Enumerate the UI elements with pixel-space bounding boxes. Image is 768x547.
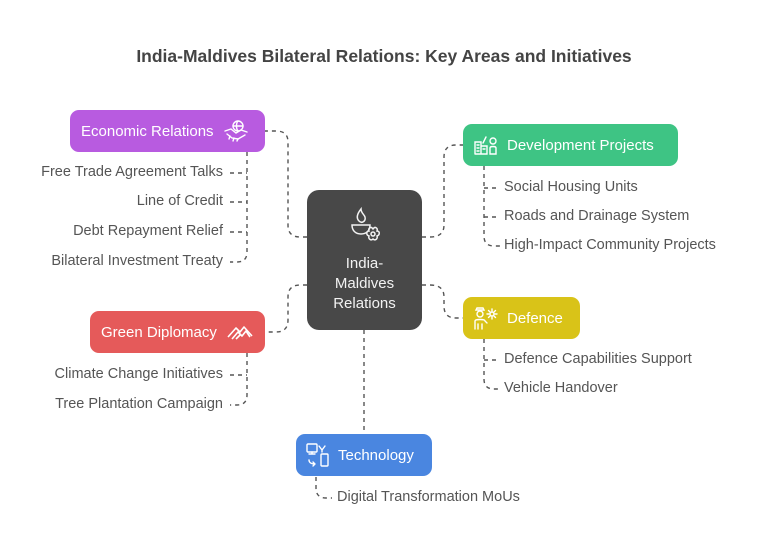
development-projects-node[interactable]: Development Projects bbox=[463, 124, 678, 166]
defence-label: Defence bbox=[507, 309, 563, 327]
list-item: Social Housing Units bbox=[504, 179, 638, 195]
list-item: Debt Repayment Relief bbox=[73, 223, 223, 239]
computer-phone-exchange-icon bbox=[306, 443, 329, 467]
technology-node[interactable]: Technology bbox=[296, 434, 432, 476]
list-item: Climate Change Initiatives bbox=[54, 366, 223, 382]
list-item: Roads and Drainage System bbox=[504, 208, 690, 224]
defence-node[interactable]: Defence bbox=[463, 297, 580, 339]
connector-development bbox=[422, 144, 463, 238]
economic-item-list: Free Trade Agreement Talks bbox=[41, 164, 223, 180]
list-item: Line of Credit bbox=[136, 193, 223, 209]
diagram-title: India-Maldives Bilateral Relations: Key … bbox=[136, 46, 632, 66]
central-node[interactable]: India- Maldives Relations bbox=[307, 190, 422, 330]
soldier-gear-icon bbox=[474, 307, 498, 330]
diya-lamp-flower-icon bbox=[351, 206, 380, 241]
connector-defence bbox=[422, 284, 463, 319]
economic-relations-node[interactable]: Economic Relations bbox=[70, 110, 265, 152]
green-diplomacy-node[interactable]: Green Diplomacy bbox=[90, 311, 265, 353]
leaf-handshake-icon bbox=[227, 326, 253, 340]
list-item: Defence Capabilities Support bbox=[504, 351, 692, 367]
handshake-globe-icon bbox=[223, 120, 248, 142]
central-node-label: India- Maldives Relations bbox=[333, 255, 396, 312]
connector-economic bbox=[265, 130, 307, 238]
list-item: Tree Plantation Campaign bbox=[55, 396, 223, 412]
connector-green bbox=[265, 284, 307, 333]
list-item: High-Impact Community Projects bbox=[504, 237, 716, 253]
economic-relations-label: Economic Relations bbox=[81, 122, 214, 140]
technology-label: Technology bbox=[338, 446, 414, 464]
connector-development-items bbox=[483, 166, 500, 247]
list-item: Vehicle Handover bbox=[504, 380, 618, 396]
development-projects-label: Development Projects bbox=[507, 136, 654, 154]
list-item: Bilateral Investment Treaty bbox=[51, 253, 223, 269]
connector-economic-items bbox=[230, 152, 248, 263]
green-diplomacy-label: Green Diplomacy bbox=[101, 323, 217, 341]
buildings-person-icon bbox=[474, 136, 497, 155]
list-item: Free Trade Agreement Talks bbox=[41, 164, 223, 180]
list-item: Digital Transformation MoUs bbox=[337, 489, 520, 505]
connector-technology-items bbox=[315, 477, 332, 499]
connector-green-items bbox=[230, 353, 248, 406]
connector-defence-items bbox=[483, 339, 500, 390]
